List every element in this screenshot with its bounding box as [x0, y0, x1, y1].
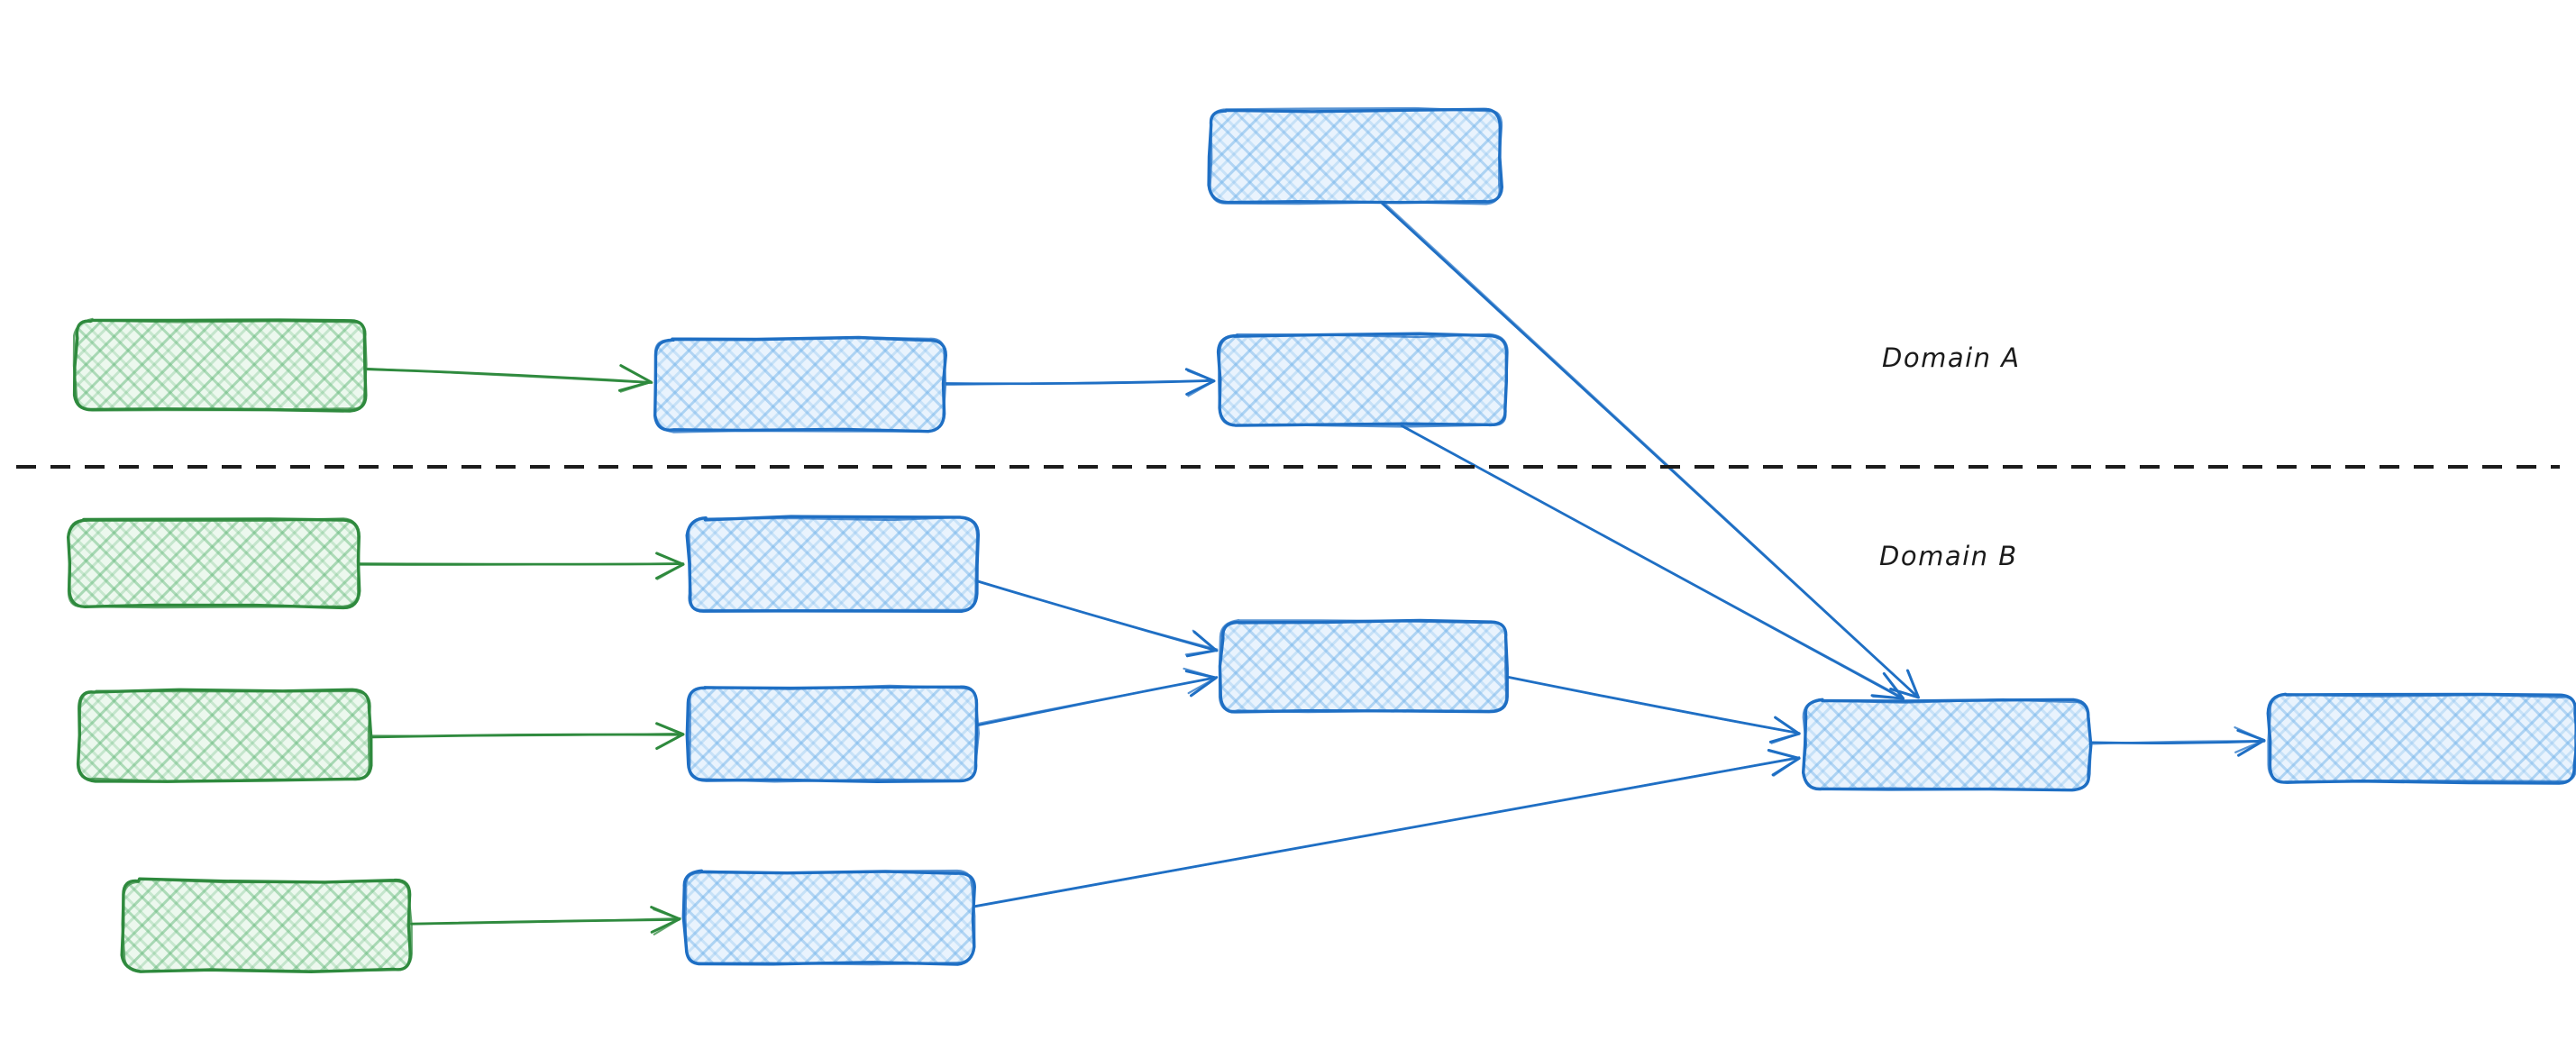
edge-line — [977, 677, 1217, 725]
node-hatch — [79, 690, 370, 781]
edge-line — [976, 579, 1219, 651]
node-hatch — [68, 519, 360, 607]
edge-line — [1506, 675, 1801, 734]
node-outline — [77, 689, 371, 783]
edge-e3 — [1379, 200, 1920, 699]
node-hatch — [123, 880, 411, 971]
edge-e8 — [976, 579, 1219, 658]
node-b-hub[interactable] — [1218, 618, 1509, 714]
node-hatch — [688, 517, 978, 612]
node-outline — [684, 869, 976, 966]
edge-arrowhead — [656, 552, 685, 580]
node-b-mid-3[interactable] — [681, 869, 976, 966]
edge-line — [1402, 425, 1905, 699]
edge-e2 — [944, 368, 1216, 397]
node-outline — [1218, 619, 1508, 714]
edge-arrowhead — [2233, 726, 2266, 753]
edge-arrowhead — [653, 908, 681, 935]
node-hatch — [75, 320, 367, 411]
node-b-src-2[interactable] — [76, 688, 373, 783]
edge-arrowhead — [619, 365, 653, 393]
node-outline — [2267, 693, 2576, 784]
node-hatch — [1220, 621, 1506, 713]
node-hatch — [1210, 109, 1502, 204]
node-outline — [67, 517, 361, 609]
node-a-right[interactable] — [1216, 332, 1509, 428]
edge-arrowhead — [1183, 667, 1218, 695]
node-hatch — [1219, 334, 1507, 426]
node-b-final[interactable] — [2266, 692, 2576, 785]
node-hatch — [688, 687, 978, 781]
node-outline — [121, 878, 413, 973]
node-hatch — [655, 338, 945, 432]
edge-line — [1382, 200, 1920, 698]
edge-arrowhead — [655, 722, 685, 750]
edge-e10 — [1506, 675, 1801, 744]
edge-line — [2088, 740, 2266, 745]
edge-arrowhead — [1187, 369, 1216, 397]
edge-line — [364, 367, 652, 384]
label-domain-a: Domain A — [1882, 342, 2021, 373]
node-outline — [72, 317, 368, 412]
node-a-src[interactable] — [72, 317, 368, 413]
edge-layer — [357, 200, 2266, 935]
edge-e9 — [976, 667, 1219, 726]
edge-arrowhead — [1770, 717, 1801, 744]
edge-e12 — [2088, 726, 2266, 757]
edge-e5 — [357, 552, 685, 580]
node-b-mid-2[interactable] — [685, 684, 980, 783]
edge-line — [973, 756, 1800, 908]
node-b-src-1[interactable] — [67, 517, 361, 610]
node-b-sink[interactable] — [1802, 698, 2093, 792]
node-b-mid-1[interactable] — [685, 515, 981, 613]
edge-line — [359, 562, 685, 566]
edge-e6 — [366, 722, 685, 750]
label-domain-b: Domain B — [1879, 541, 2018, 571]
edge-e7 — [407, 906, 681, 935]
node-hatch — [1804, 700, 2090, 790]
edge-arrowhead — [1872, 673, 1905, 700]
node-outline — [1802, 698, 2092, 791]
node-outline — [1209, 106, 1503, 205]
node-a-top[interactable] — [1207, 106, 1503, 205]
edge-line — [370, 732, 683, 737]
edge-arrowhead — [1184, 629, 1218, 656]
node-b-src-3[interactable] — [120, 877, 413, 973]
edge-arrowhead — [1768, 750, 1801, 777]
edge-line — [945, 379, 1215, 387]
edge-e4 — [1400, 424, 1905, 700]
node-outline — [653, 336, 947, 433]
node-hatch — [2270, 695, 2576, 783]
edge-arrowhead — [1889, 669, 1920, 698]
node-hatch — [685, 871, 974, 964]
edge-line — [407, 917, 681, 926]
edge-e11 — [973, 749, 1801, 908]
node-outline — [688, 684, 980, 783]
node-outline — [687, 515, 979, 612]
node-outline — [1218, 333, 1509, 428]
node-a-mid[interactable] — [653, 335, 948, 433]
edge-e1 — [364, 364, 653, 393]
node-layer — [67, 106, 2576, 973]
